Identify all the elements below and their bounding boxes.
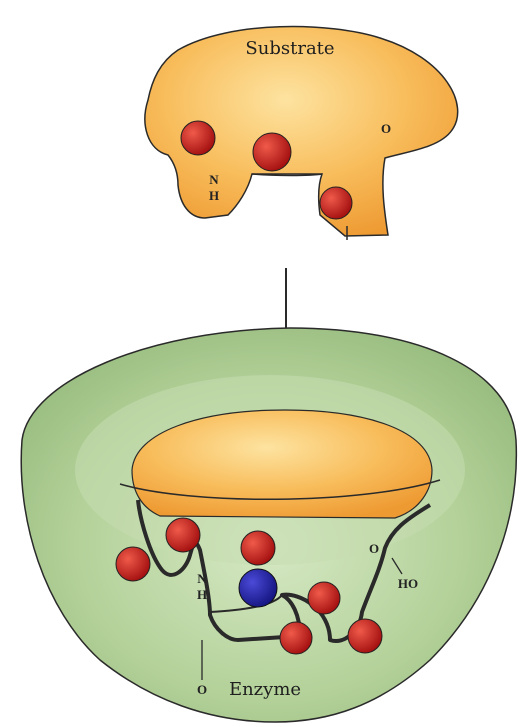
enzyme-o-top-label: O bbox=[369, 541, 379, 556]
substrate-o-label: O bbox=[381, 121, 391, 136]
enzyme-red-group bbox=[280, 622, 312, 654]
substrate-red-group bbox=[181, 121, 215, 155]
enzyme-h-label: H bbox=[197, 587, 207, 602]
substrate-n-label: N bbox=[209, 172, 219, 187]
enzyme-blue-group bbox=[239, 569, 277, 607]
enzyme-o-bottom-label: O bbox=[197, 682, 207, 697]
substrate-label: Substrate bbox=[245, 38, 334, 59]
bound-substrate bbox=[132, 410, 432, 518]
substrate: Substrate N H O bbox=[145, 27, 458, 240]
enzyme-red-group bbox=[348, 619, 382, 653]
substrate-h-label: H bbox=[209, 188, 219, 203]
enzyme-ho-label: HO bbox=[398, 576, 418, 591]
enzyme-red-group bbox=[241, 531, 275, 565]
enzyme-red-group bbox=[308, 582, 340, 614]
enzyme-n-label: N bbox=[197, 571, 207, 586]
substrate-red-group bbox=[320, 187, 352, 219]
substrate-red-group bbox=[253, 133, 291, 171]
enzyme-label: Enzyme bbox=[229, 679, 301, 700]
enzyme: N H O HO O Enzyme bbox=[21, 328, 516, 722]
enzyme-red-group bbox=[166, 518, 200, 552]
enzyme-red-group bbox=[116, 547, 150, 581]
